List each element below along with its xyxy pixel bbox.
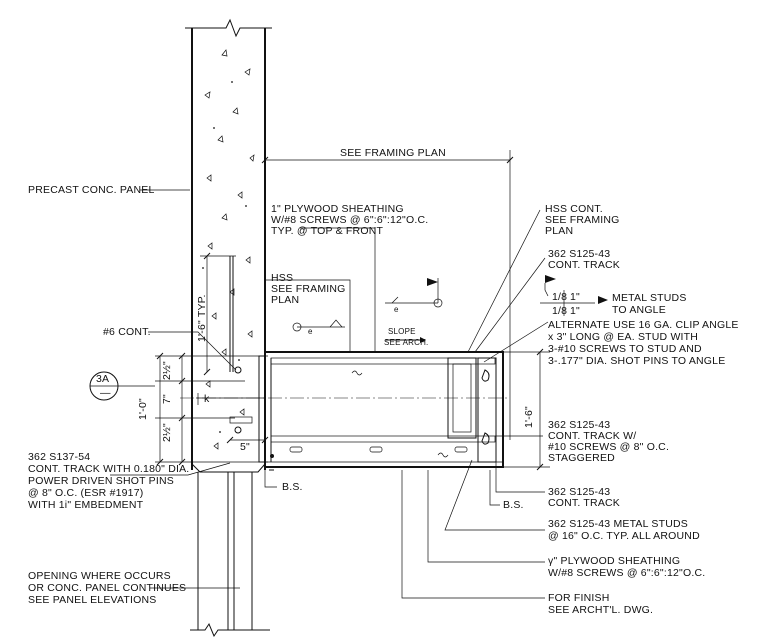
note-plywood-top-3: TYP. @ TOP & FRONT — [271, 225, 383, 237]
section-sheet: — — [100, 387, 111, 399]
note-plywood-bottom-1: γ" PLYWOOD SHEATHING — [548, 555, 680, 567]
note-studs-2: @ 16" O.C. TYP. ALL AROUND — [548, 530, 700, 542]
dim-1-0: 1'-0" — [137, 398, 149, 420]
dim-k: k — [204, 393, 210, 405]
note-alternate-3: 3-#10 SCREWS TO STUD AND — [548, 343, 702, 355]
note-hss-cont-3: PLAN — [545, 225, 573, 237]
note-cont-6: #6 CONT. — [103, 326, 151, 338]
note-track-right-2: CONT. TRACK W/ — [548, 430, 636, 442]
dimension-lines — [155, 150, 550, 471]
note-precast: PRECAST CONC. PANEL — [28, 184, 155, 196]
note-track-right-3: #10 SCREWS @ 8" O.C. — [548, 441, 669, 453]
note-hss-2: SEE FRAMING — [271, 283, 346, 295]
note-slope-1: SLOPE — [388, 327, 416, 336]
annotations: PRECAST CONC. PANEL SEE FRAMING PLAN 1" … — [28, 147, 739, 616]
weld-length-2: 1" — [570, 305, 580, 317]
note-alternate-1: ALTERNATE USE 16 GA. CLIP ANGLE — [548, 319, 739, 331]
dim-1-6-right: 1'-6" — [523, 406, 535, 428]
weld-size-2: 1/8 — [552, 305, 567, 317]
note-track-right-4: STAGGERED — [548, 452, 615, 464]
leader-lines — [110, 189, 608, 599]
note-slope-2: SEE ARCH. — [384, 338, 428, 347]
note-studs-1: 362 S125-43 METAL STUDS — [548, 518, 688, 530]
note-alternate-4: 3-.177" DIA. SHOT PINS TO ANGLE — [548, 355, 725, 367]
note-bs-right: B.S. — [503, 499, 524, 511]
note-s137-4: @ 8" O.C. (ESR #1917) — [28, 487, 143, 499]
note-s137-3: POWER DRIVEN SHOT PINS — [28, 475, 174, 487]
dim-2-half-top: 2½" — [161, 361, 173, 380]
dim-2-half-bottom: 2½" — [161, 423, 173, 442]
note-track-bottom-1: 362 S125-43 — [548, 486, 610, 498]
dim-5: 5" — [240, 441, 250, 453]
soffit-box — [180, 351, 510, 471]
note-track-right-1: 362 S125-43 — [548, 419, 610, 431]
weld-tag-e2: e — [394, 305, 399, 314]
note-alternate-2: x 3" LONG @ EA. STUD WITH — [548, 331, 698, 343]
note-track-bottom-2: CONT. TRACK — [548, 497, 620, 509]
note-see-framing-plan: SEE FRAMING PLAN — [340, 147, 446, 159]
section-marker — [89, 371, 155, 401]
note-track-top-1: 362 S125-43 — [548, 248, 610, 260]
note-finish-2: SEE ARCHT'L. DWG. — [548, 604, 653, 616]
note-metal-studs-1: METAL STUDS — [612, 292, 687, 304]
note-metal-studs-2: TO ANGLE — [612, 304, 666, 316]
note-finish-1: FOR FINISH — [548, 592, 610, 604]
section-number: 3A — [96, 373, 109, 385]
weld-tag-e1: e — [308, 327, 313, 336]
note-plywood-top-2: W/#8 SCREWS @ 6":6":12"O.C. — [271, 214, 428, 226]
note-hss-cont-2: SEE FRAMING — [545, 214, 620, 226]
weld-size-1: 1/8 — [552, 291, 567, 303]
dim-7: 7" — [161, 394, 173, 404]
note-hss-1: HSS — [271, 272, 293, 284]
weld-length-1: 1" — [570, 291, 580, 303]
note-opening-3: SEE PANEL ELEVATIONS — [28, 594, 157, 606]
note-s137-2: CONT. TRACK WITH 0.180" DIA. — [28, 463, 189, 475]
note-s137-1: 362 S137-54 — [28, 451, 90, 463]
wall-below — [190, 472, 270, 638]
note-hss-cont-1: HSS CONT. — [545, 203, 603, 215]
note-bs-left: B.S. — [282, 481, 303, 493]
note-hss-3: PLAN — [271, 294, 299, 306]
note-plywood-top-1: 1" PLYWOOD SHEATHING — [271, 203, 404, 215]
dim-typ-1-6: 1'-6" TYP. — [196, 294, 208, 342]
note-plywood-bottom-2: W/#8 SCREWS @ 6":6":12"O.C. — [548, 567, 705, 579]
note-opening-2: OR CONC. PANEL CONTINUES — [28, 582, 186, 594]
note-opening-1: OPENING WHERE OCCURS — [28, 570, 171, 582]
note-track-top-2: CONT. TRACK — [548, 259, 620, 271]
note-s137-5: WITH 1i" EMBEDMENT — [28, 499, 144, 511]
